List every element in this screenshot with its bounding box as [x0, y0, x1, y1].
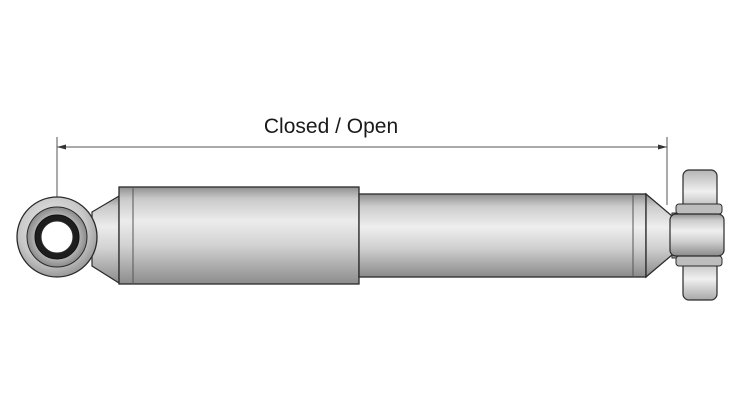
main-cylinder: [118, 186, 360, 285]
dimension-label: Closed / Open: [264, 115, 398, 138]
upper-bushing-mount: [669, 169, 725, 301]
lower-eye-mount: [16, 196, 98, 278]
dust-tube: [358, 193, 647, 278]
upper-taper: [645, 192, 673, 279]
